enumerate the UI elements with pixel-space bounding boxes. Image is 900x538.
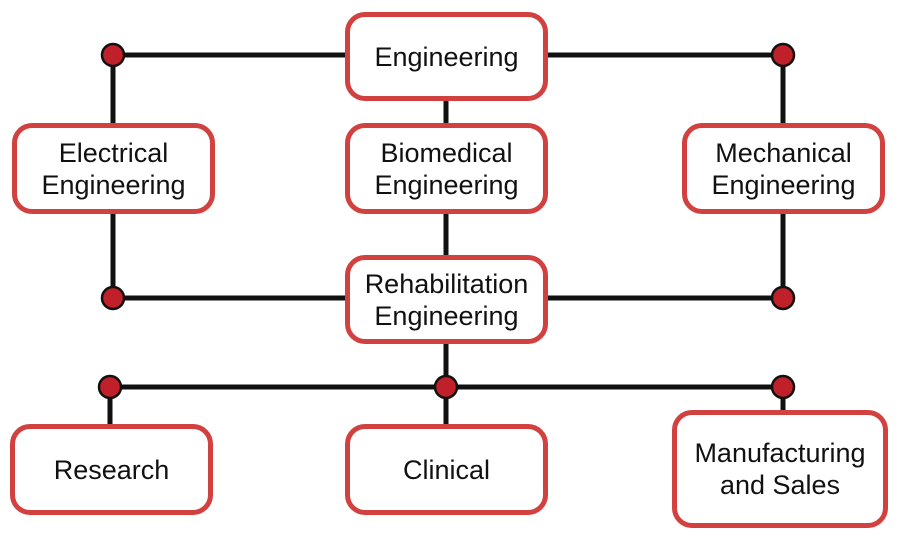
junction-dot-bottom-center [433,374,459,400]
junction-dot-mid-right [770,285,796,311]
junction-dot-top-right [770,42,796,68]
node-mechanical-engineering: Mechanical Engineering [682,123,885,214]
node-label-line: Engineering [374,41,519,72]
node-label-line: Engineering [711,169,856,200]
node-biomedical-engineering: Biomedical Engineering [345,123,548,214]
node-rehabilitation-engineering: Rehabilitation Engineering [345,255,548,344]
node-label-line: Biomedical [380,137,513,168]
node-manufacturing-and-sales: Manufacturing and Sales [672,410,888,528]
node-label-line: Mechanical [715,137,852,168]
junction-dot-bottom-left [97,374,123,400]
node-label-line: Engineering [41,169,186,200]
junction-dot-bottom-right [770,374,796,400]
node-label-line: Clinical [402,454,491,485]
node-electrical-engineering: Electrical Engineering [12,123,215,214]
node-label-line: Rehabilitation [364,268,529,299]
node-label-line: Engineering [374,300,519,331]
node-engineering: Engineering [345,12,548,101]
node-label-line: Manufacturing [694,438,866,468]
node-label-line: Research [53,454,170,485]
junction-dot-top-left [100,42,126,68]
node-label-line: Electrical [58,137,169,168]
node-research: Research [10,424,213,515]
node-clinical: Clinical [345,424,548,515]
node-label-line: Engineering [374,169,519,200]
junction-dot-mid-left [100,285,126,311]
node-label-line: and Sales [719,470,841,500]
